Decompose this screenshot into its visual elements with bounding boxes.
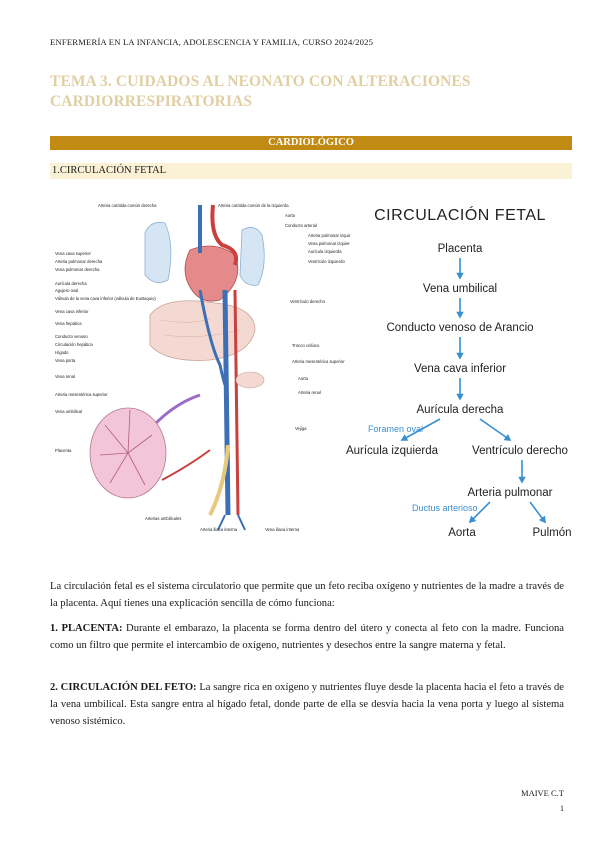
- flow-arrow: [401, 418, 441, 441]
- anatomy-label-left: Vena renal: [55, 374, 75, 379]
- anatomy-label-right: Arteria renal: [298, 390, 321, 395]
- anatomy-label-left: Aurícula derecha: [55, 281, 87, 286]
- heart-illustration: [184, 245, 239, 302]
- flow-arrowhead: [456, 352, 464, 360]
- anatomy-label-left: Arteria mesentérica superior: [55, 392, 108, 397]
- anatomy-label-right: Tronco celíaco: [292, 343, 320, 348]
- subsection-heading: 1.CIRCULACIÓN FETAL: [50, 163, 572, 179]
- flow-arrowhead: [456, 393, 464, 401]
- fetus-circulation-lead: 2. CIRCULACIÓN DEL FETO:: [50, 682, 197, 693]
- placenta-illustration: [89, 407, 167, 499]
- flow-step-4: Vena cava inferior: [414, 363, 506, 375]
- anatomy-label-left: Vena umbilical: [55, 409, 82, 414]
- intro-paragraph: La circulación fetal es el sistema circu…: [50, 581, 564, 609]
- flow-step-6: Aurícula izquierda: [346, 445, 439, 457]
- liver-illustration: [149, 300, 256, 361]
- anatomy-label-left: Válvula de la vena cava inferior (válvul…: [55, 296, 156, 301]
- flow-arrow: [479, 418, 511, 441]
- flow-step-10: Pulmón: [533, 527, 572, 539]
- anatomy-label-right: Arteria carótida común de la izquierda: [218, 203, 289, 208]
- fetus-circulation-text: La sangre rica en oxígeno y nutrientes f…: [50, 682, 565, 727]
- anatomy-label-left: Hígado: [55, 350, 69, 355]
- flow-step-7: Ventrículo derecho: [472, 445, 568, 457]
- anatomy-label-right: Arteria iliaca interna: [200, 527, 238, 532]
- placenta-text: Durante el embarazo, la placenta se form…: [50, 623, 565, 651]
- anatomy-label-left: Agujero oval: [55, 288, 78, 293]
- anatomy-label-right: Vena pulmonar izquierda: [308, 241, 350, 246]
- flow-step-2: Vena umbilical: [423, 283, 497, 295]
- footer-author: MAIVE C.T: [521, 788, 564, 798]
- anatomy-label-right: Aorta: [298, 376, 309, 381]
- anatomy-label-right: Ventrículo izquierdo: [308, 259, 345, 264]
- placenta-paragraph: 1. PLACENTA: Durante el embarazo, la pla…: [50, 620, 564, 654]
- flow-arrowhead: [538, 515, 547, 524]
- anatomy-label-right: Vejiga: [295, 426, 307, 431]
- flow-step-3: Conducto venoso de Arancio: [386, 322, 533, 334]
- fetus-circulation-paragraph: 2. CIRCULACIÓN DEL FETO: La sangre rica …: [50, 679, 564, 730]
- flow-arrowhead: [456, 272, 464, 280]
- flow-arrowhead: [468, 515, 477, 524]
- anatomy-label-right: Arteria mesentérica superior: [292, 359, 345, 364]
- page-number: 1: [560, 804, 564, 813]
- flow-arrowhead: [400, 434, 409, 441]
- document-header: ENFERMERÍA EN LA INFANCIA, ADOLESCENCIA …: [50, 37, 374, 47]
- flow-arrows: [400, 258, 547, 524]
- flow-step-9: Aorta: [448, 527, 476, 539]
- flow-arrowhead: [503, 433, 512, 441]
- anatomy-label-left: Vena porta: [55, 358, 76, 363]
- page-title: TEMA 3. CUIDADOS AL NEONATO CON ALTERACI…: [50, 73, 471, 110]
- lungs-illustration: [144, 222, 265, 286]
- anatomy-label-left: Vena cava inferior: [55, 309, 89, 314]
- anatomy-label-left: Placenta: [55, 448, 72, 453]
- anatomy-label-right: Arteria pulmonar izquierda: [308, 233, 350, 238]
- anatomy-label-left: Arteria pulmonar derecha: [55, 259, 103, 264]
- anatomy-label-left: Vena hepática: [55, 321, 82, 326]
- placenta-lead: 1. PLACENTA:: [50, 623, 123, 634]
- anatomy-label-right: Ventrículo derecho: [290, 299, 326, 304]
- anatomy-label-left: Vena cava superior: [55, 251, 91, 256]
- anatomy-label-right: Aorta: [285, 213, 296, 218]
- anatomy-label-right: Conducto arterial: [285, 223, 317, 228]
- anatomy-label-left: Arteria carótida común derecha: [98, 203, 157, 208]
- flow-arrowhead: [456, 311, 464, 319]
- flowchart-title: CIRCULACIÓN FETAL: [374, 205, 546, 224]
- right-label-group: Arteria carótida común de la izquierdaAo…: [145, 203, 350, 532]
- foramen-oval-label: Foramen oval: [368, 424, 423, 434]
- flow-step-8: Arteria pulmonar: [467, 487, 552, 499]
- anatomy-label-right: Aurícula izquierda: [308, 249, 342, 254]
- vessels-illustration: [143, 204, 246, 531]
- flow-step-5: Aurícula derecha: [417, 404, 505, 416]
- anatomy-label-left: Conducto venoso: [55, 334, 88, 339]
- anatomy-label-right: Vena iliaca interna: [265, 527, 300, 532]
- kidney-illustration: [235, 371, 265, 389]
- flow-arrowhead: [518, 476, 526, 484]
- flow-step-1: Placenta: [438, 243, 483, 255]
- section-bar: CARDIOLÓGICO: [50, 136, 572, 150]
- anatomy-label-right: Arterias umbilicales: [145, 516, 181, 521]
- ductus-arterioso-label: Ductus arterioso: [412, 503, 478, 513]
- anatomy-label-left: Circulación hepática: [55, 342, 93, 347]
- anatomy-label-left: Vena pulmonar derecha: [55, 267, 100, 272]
